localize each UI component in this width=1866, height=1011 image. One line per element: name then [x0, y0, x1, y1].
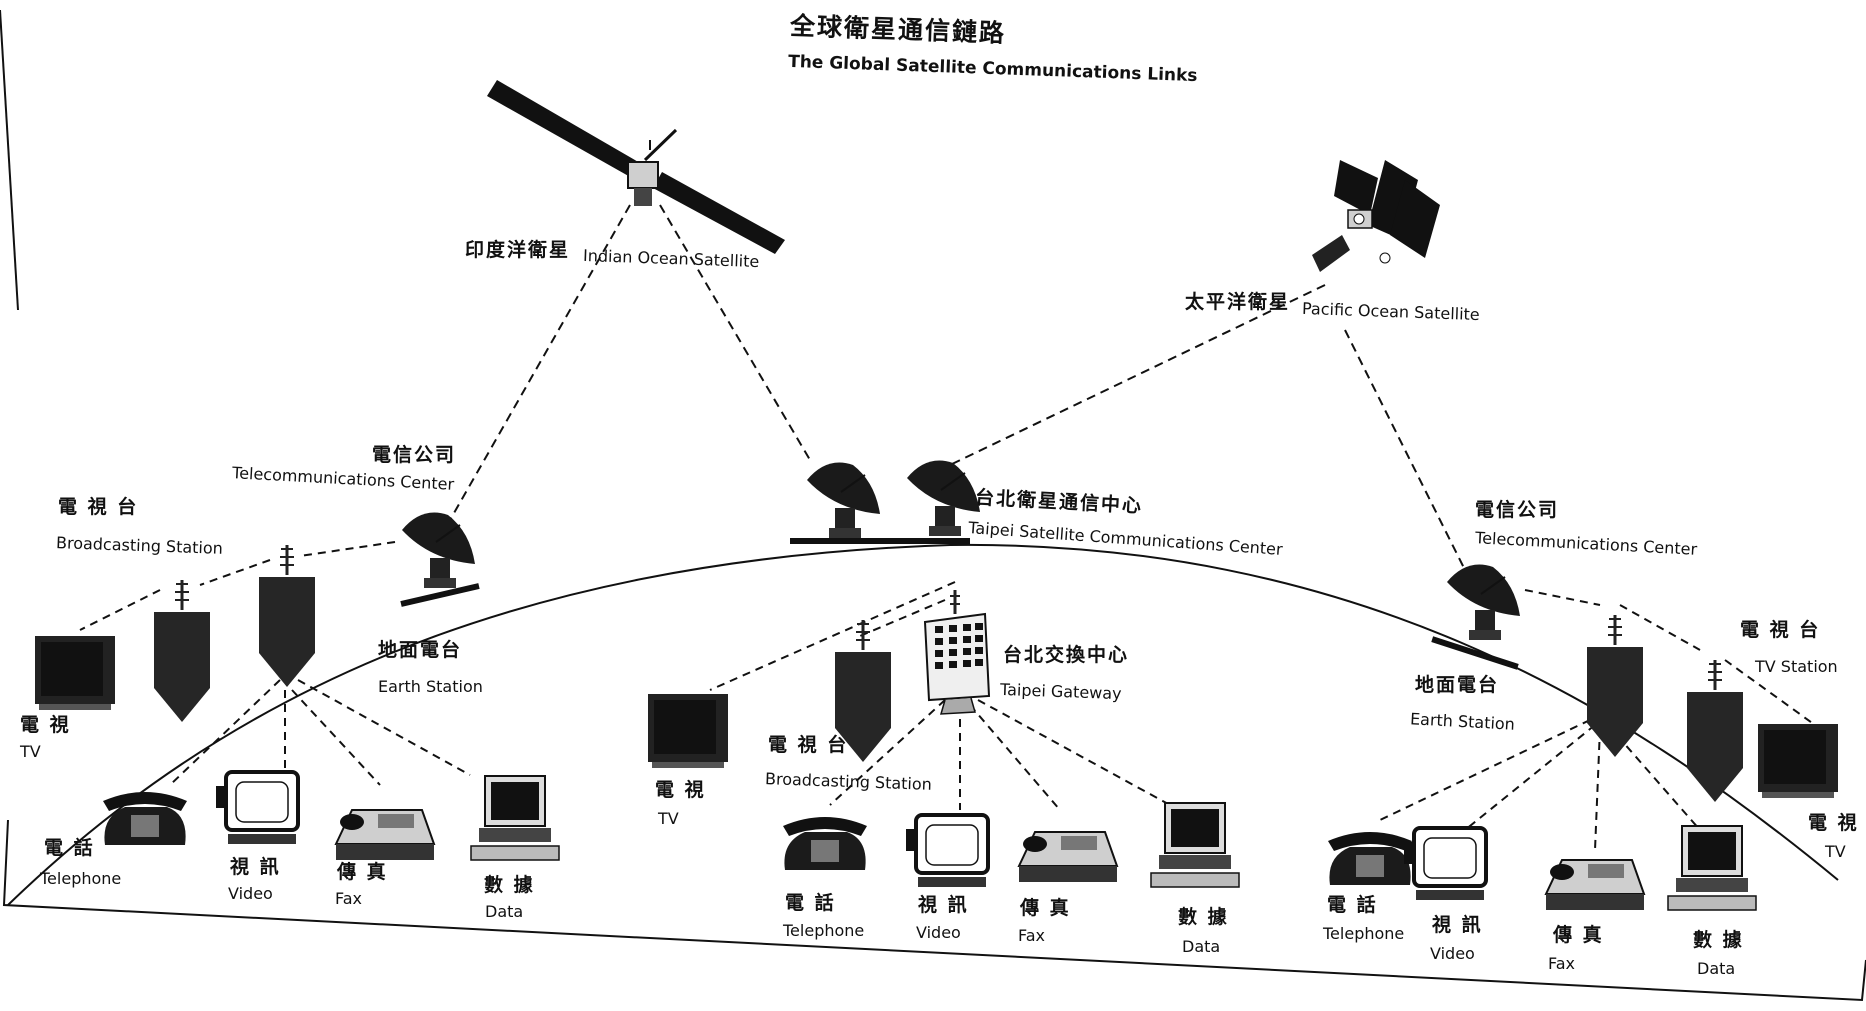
right-telephone-label-zh: 電 話 — [1327, 894, 1378, 916]
right-earth-label-zh: 地面電台 — [1415, 674, 1500, 696]
right-telephone-icon — [1328, 832, 1412, 885]
indian-satellite-label-zh: 印度洋衛星 — [465, 239, 571, 261]
right-data-computer-icon — [1667, 825, 1757, 911]
middle-data-label-en: Data — [1182, 937, 1221, 956]
right-earth-station-dish-icon — [1446, 563, 1521, 641]
taipei-dish-1-icon — [806, 461, 881, 539]
left-fax-icon — [335, 809, 435, 861]
left-telecom-tower-icon — [257, 543, 317, 689]
middle-fax-icon — [1018, 831, 1118, 883]
left-video-label-zh: 視 訊 — [230, 856, 281, 878]
left-fax-label-en: Fax — [335, 889, 363, 908]
right-tv-label-zh: 電 視 — [1808, 812, 1859, 834]
indian-ocean-satellite-icon — [487, 80, 785, 254]
right-telecom-label-zh: 電信公司 — [1475, 499, 1560, 521]
left-tv-icon — [35, 636, 115, 710]
left-telephone-label-en: Telephone — [40, 869, 122, 888]
middle-telephone-label-zh: 電 話 — [785, 892, 836, 914]
left-earth-label-zh: 地面電台 — [378, 639, 463, 661]
taipei-gateway-building-icon — [923, 588, 991, 716]
right-tv-tower-icon — [1685, 658, 1745, 804]
right-tv-label-en: TV — [1825, 842, 1846, 861]
middle-telephone-label-en: Telephone — [783, 921, 865, 940]
left-data-computer-icon — [470, 775, 560, 861]
middle-video-label-en: Video — [916, 923, 961, 942]
left-broadcast-label-zh: 電 視 台 — [58, 496, 139, 518]
left-telecom-label-zh: 電信公司 — [372, 444, 457, 466]
ground-links — [79, 541, 1816, 851]
left-video-label-en: Video — [228, 884, 273, 903]
left-video-icon — [214, 770, 300, 846]
right-tv-icon — [1758, 724, 1838, 798]
middle-data-computer-icon — [1150, 802, 1240, 888]
satellite-links — [449, 204, 1466, 571]
right-video-icon — [1402, 826, 1488, 902]
pacific-ocean-satellite-icon — [1312, 160, 1440, 272]
middle-tv-label-en: TV — [658, 809, 679, 828]
right-data-label-zh: 數 據 — [1693, 929, 1744, 951]
left-broadcast-tower-icon — [152, 578, 212, 724]
right-fax-label-en: Fax — [1548, 954, 1576, 973]
middle-tv-label-zh: 電 視 — [655, 779, 706, 801]
left-data-label-zh: 數 據 — [484, 874, 535, 896]
left-earth-label-en: Earth Station — [378, 677, 483, 696]
middle-fax-label-zh: 傳 真 — [1020, 897, 1071, 919]
left-tv-label-en: TV — [20, 742, 41, 761]
middle-tv-icon — [648, 694, 728, 768]
right-fax-icon — [1545, 859, 1645, 911]
left-telephone-icon — [103, 792, 187, 845]
right-tvstation-label-zh: 電 視 台 — [1740, 619, 1821, 641]
taipei-gateway-label-zh: 台北交換中心 — [1003, 644, 1130, 666]
right-fax-label-zh: 傳 真 — [1553, 924, 1604, 946]
right-telephone-label-en: Telephone — [1323, 924, 1405, 943]
middle-broadcast-label-zh: 電 視 台 — [768, 734, 849, 756]
left-telephone-label-zh: 電 話 — [44, 837, 95, 859]
right-video-label-en: Video — [1430, 944, 1475, 963]
left-tv-label-zh: 電 視 — [20, 714, 71, 736]
middle-video-icon — [904, 813, 990, 889]
left-earth-station-dish-icon — [401, 511, 476, 589]
ground-frame — [2, 819, 1866, 1002]
left-fax-label-zh: 傳 真 — [337, 861, 388, 883]
pacific-satellite-label-zh: 太平洋衛星 — [1185, 291, 1291, 313]
right-data-label-en: Data — [1697, 959, 1736, 978]
middle-video-label-zh: 視 訊 — [918, 894, 969, 916]
right-video-label-zh: 視 訊 — [1432, 914, 1483, 936]
left-data-label-en: Data — [485, 902, 524, 921]
middle-telephone-icon — [783, 817, 867, 870]
middle-data-label-zh: 數 據 — [1178, 906, 1229, 928]
right-tvstation-label-en: TV Station — [1755, 657, 1838, 676]
middle-fax-label-en: Fax — [1018, 926, 1046, 945]
right-telecom-tower-icon — [1585, 613, 1645, 759]
